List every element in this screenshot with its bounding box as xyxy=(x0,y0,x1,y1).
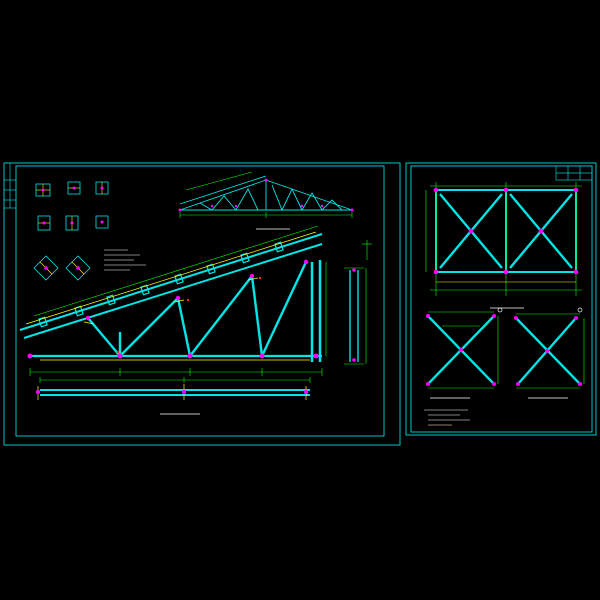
bracing-plan xyxy=(425,182,582,309)
section-detail-node-marks xyxy=(41,186,104,270)
node-detail-2 xyxy=(65,255,91,281)
x-brace-detail-a xyxy=(426,307,503,399)
x-brace-detail-b xyxy=(514,307,585,399)
sheet-left-inner-frame xyxy=(15,165,385,437)
roof-elevation xyxy=(178,171,354,230)
weld-marks xyxy=(25,231,317,361)
dimension-lines xyxy=(29,225,327,376)
notes-block xyxy=(104,249,146,271)
half-truss-elevation xyxy=(19,225,327,376)
red-markers xyxy=(116,276,262,354)
sheet-right-inner-frame xyxy=(410,165,593,433)
sheet-left-binding-strip xyxy=(4,163,16,209)
sheet-right xyxy=(405,162,597,436)
sheet-right-outer-frame xyxy=(405,162,597,436)
section-details-group xyxy=(33,181,109,281)
sheet-left xyxy=(3,162,401,446)
section-detail-6 xyxy=(95,215,109,229)
notes-block-right xyxy=(424,409,470,426)
sheet-left-outer-frame xyxy=(3,162,401,446)
truss-nodes xyxy=(27,259,319,359)
title-block xyxy=(555,165,593,181)
column-section-detail xyxy=(344,240,372,365)
bottom-chord-elevation xyxy=(35,377,311,400)
purlins xyxy=(38,241,284,328)
node-detail-1 xyxy=(33,255,59,281)
notes-lines xyxy=(104,249,146,271)
